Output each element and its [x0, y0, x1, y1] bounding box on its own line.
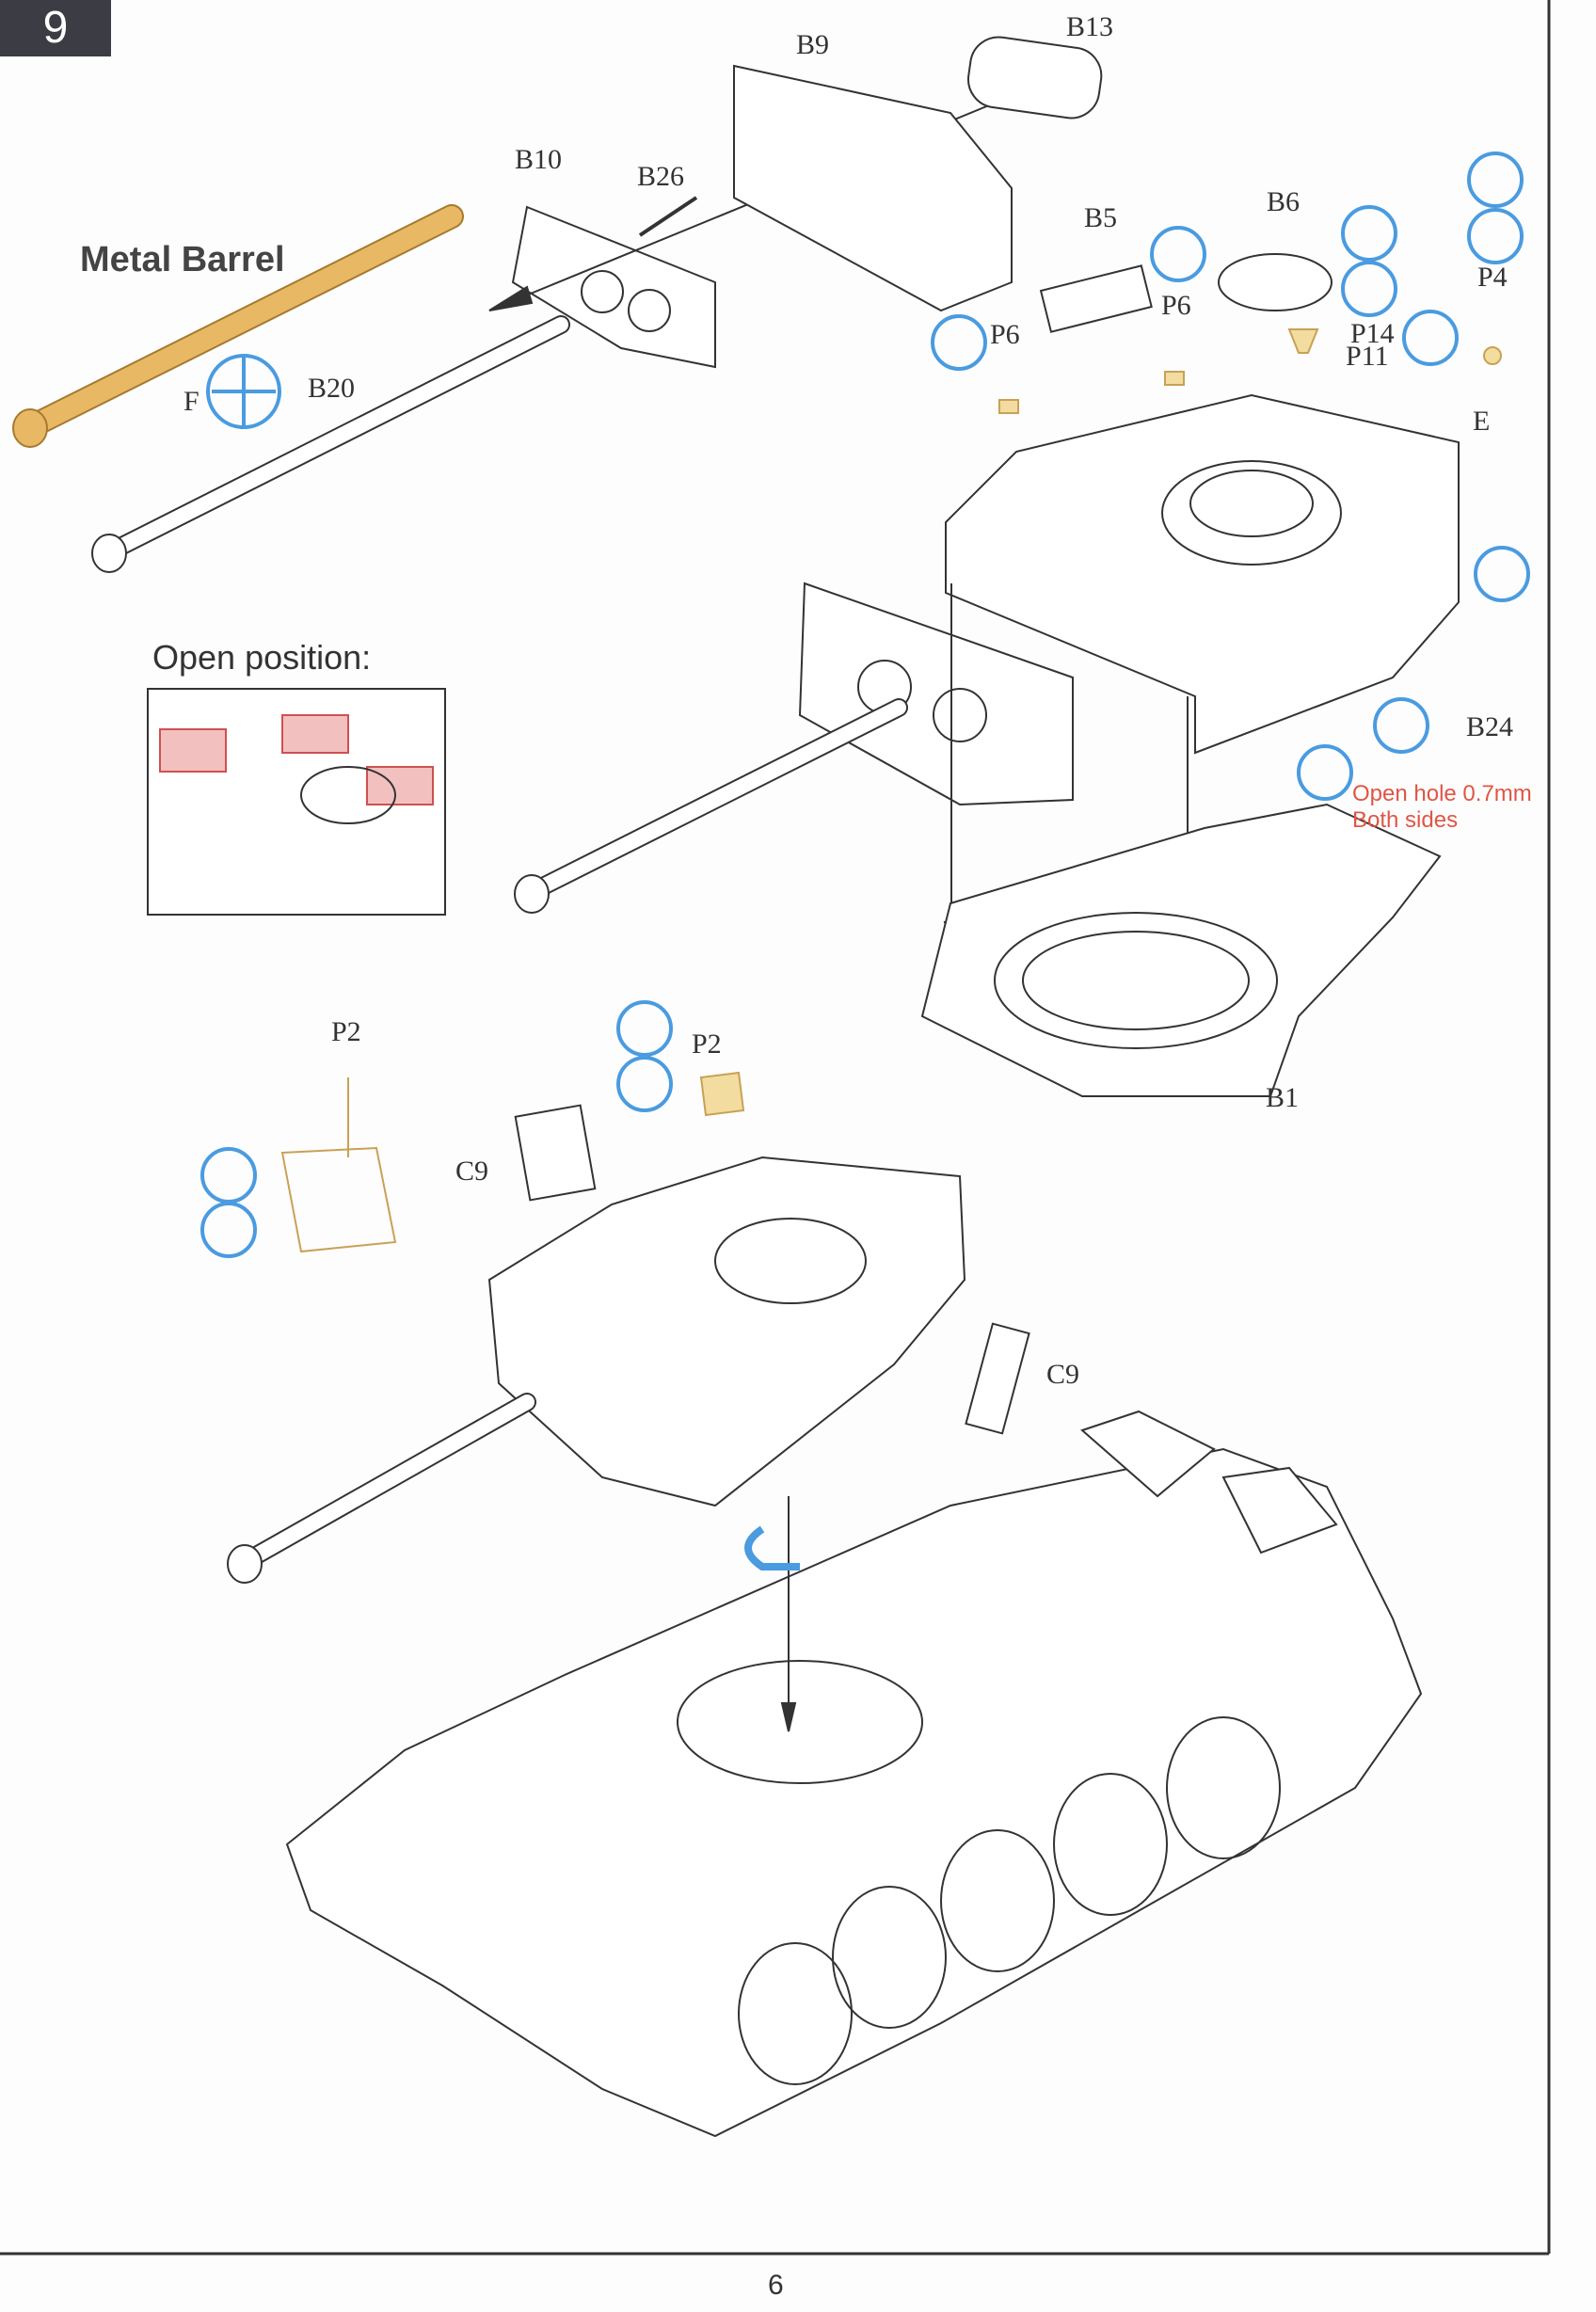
part-label-b5: B5: [1084, 202, 1118, 233]
rotate-arrow: [744, 1525, 800, 1571]
part-label-p6: P6: [990, 319, 1020, 350]
sand-icon: [1373, 697, 1429, 754]
cement-icon: [931, 314, 987, 371]
open-hole-note: Open hole 0.7mm Both sides: [1352, 781, 1532, 834]
gun-housing-b9: [733, 64, 1013, 312]
cement-icon: [1341, 261, 1397, 317]
metal-barrel-label: Metal Barrel: [80, 240, 285, 279]
part-label-e: E: [1473, 406, 1491, 437]
part-label-b10: B10: [515, 144, 563, 175]
press-icon: [1341, 205, 1397, 262]
part-label-b1: B1: [1266, 1082, 1300, 1113]
flip-arrow-icon: [1402, 310, 1459, 366]
part-label-b26: B26: [637, 161, 685, 192]
open-hole-line1: Open hole 0.7mm: [1352, 781, 1532, 806]
cement-icon: [1467, 208, 1524, 264]
part-label-b9: B9: [796, 29, 830, 60]
part-label-p6: P6: [1161, 290, 1191, 321]
hatch-b5: [1039, 264, 1153, 333]
part-label-c9: C9: [455, 1156, 489, 1187]
part-b13: [966, 36, 1103, 120]
tank-hull: [285, 1447, 1423, 2138]
photo-etch-p6: [1164, 371, 1185, 386]
hatch-b6: [1218, 253, 1333, 311]
mantlet-b10: [511, 205, 716, 369]
road-wheels: [738, 1716, 1281, 2085]
drill-icon: [1297, 744, 1353, 801]
part-label-b24: B24: [1466, 711, 1514, 742]
page-number: 6: [768, 2270, 784, 2301]
part-label-f: F: [184, 386, 200, 417]
mantlet-assembly: [798, 582, 1074, 806]
instruction-icons: [200, 151, 1530, 1258]
open-hole-line2: Both sides: [1352, 807, 1459, 833]
part-label-p2: P2: [692, 1028, 722, 1060]
pin-b26: [638, 196, 698, 237]
press-icon: [1467, 151, 1524, 208]
track-link-c9: [514, 1104, 597, 1202]
cement-icon: [616, 1056, 673, 1112]
press-icon: [616, 1000, 673, 1057]
cement-icon: [200, 1202, 257, 1258]
track-link-c9: [965, 1322, 1030, 1435]
part-label-p11: P11: [1346, 341, 1389, 372]
turret-ring-b1: [920, 803, 1442, 1097]
photo-etch-p2: [280, 1071, 745, 1253]
photo-etch-p4: [1483, 346, 1502, 365]
photo-etch-p14: [1287, 328, 1319, 354]
open-position-label: Open position:: [152, 638, 372, 677]
turret-e: [945, 393, 1460, 755]
step-number: 9: [0, 0, 111, 56]
press-icon: [200, 1147, 257, 1204]
flip-arrow-icon: [206, 354, 281, 429]
part-label-p14: P14: [1350, 318, 1395, 349]
turret-assembled: [487, 1156, 966, 1507]
drill-icon: [1474, 546, 1530, 602]
part-label-b13: B13: [1066, 11, 1114, 42]
metal-barrel-part: [12, 204, 464, 448]
part-label-p2: P2: [331, 1016, 361, 1047]
photo-etch-p6: [998, 399, 1019, 414]
cement-icon: [1150, 226, 1206, 282]
part-label-b6: B6: [1267, 186, 1301, 217]
plastic-barrel-b20: [91, 315, 570, 573]
part-label-b20: B20: [308, 373, 356, 404]
part-label-p4: P4: [1477, 262, 1508, 293]
part-label-c9: C9: [1046, 1359, 1080, 1390]
